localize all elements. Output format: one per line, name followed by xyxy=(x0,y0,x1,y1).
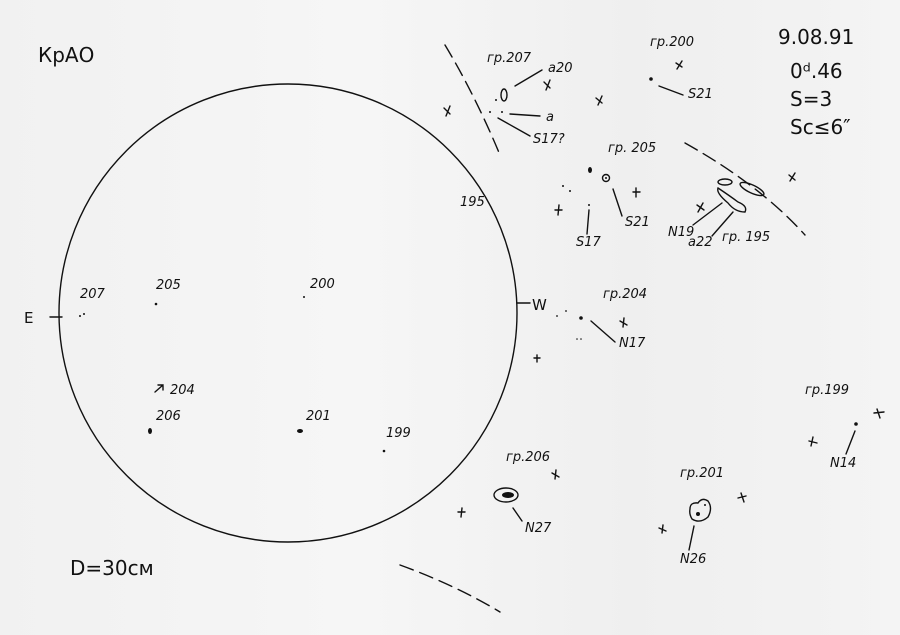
west-label: W xyxy=(532,296,547,314)
disk-label-201: 201 xyxy=(306,409,331,424)
group-195-note-a22: a22 xyxy=(688,235,713,250)
group-195-title: гр. 195 xyxy=(722,230,770,245)
scale-label: Sc≤6″ xyxy=(790,115,851,139)
group-207-note-a20: a20 xyxy=(548,61,573,76)
spot-195-b xyxy=(739,181,765,197)
group-204-note: N17 xyxy=(619,336,646,351)
group-199-title: гр.199 xyxy=(805,383,849,398)
group-205-note-s21: S21 xyxy=(625,215,650,230)
spot-200-detail xyxy=(649,77,653,81)
observatory-label: КрАО xyxy=(38,43,94,67)
spot-206 xyxy=(148,428,152,434)
spot-195-a xyxy=(717,178,733,186)
spot-206-detail xyxy=(493,487,519,503)
limb-arc-207 xyxy=(444,44,501,156)
seeing-label: S=3 xyxy=(790,87,832,111)
date-label: 9.08.91 xyxy=(778,25,854,49)
group-199-note: N14 xyxy=(830,456,856,471)
disk-label-195: 195 xyxy=(460,195,485,210)
arrow-icon xyxy=(154,384,164,393)
east-label: E xyxy=(24,309,33,327)
spot-201-detail xyxy=(689,498,712,522)
spot-199-detail xyxy=(854,422,858,426)
disk-label-207: 207 xyxy=(80,287,106,302)
disk-label-199: 199 xyxy=(386,426,411,441)
limb-arc-bottom xyxy=(399,564,501,613)
group-205-title: гр. 205 xyxy=(608,141,656,156)
limb-arc-195 xyxy=(684,142,806,236)
disk-label-206: 206 xyxy=(156,409,181,424)
group-207-note-s17: S17? xyxy=(533,132,565,147)
spot-204-detail xyxy=(579,316,583,320)
group-207-title: гр.207 xyxy=(487,51,532,66)
group-195-note-n19: N19 xyxy=(668,225,694,240)
group-200-title: гр.200 xyxy=(650,35,694,50)
time-label: 0ᵈ.46 xyxy=(790,59,843,83)
group-201-title: гр.201 xyxy=(680,466,724,481)
group-206-note: N27 xyxy=(525,521,552,536)
group-205-note-s17: S17 xyxy=(576,235,602,250)
spot-195-c xyxy=(717,186,747,213)
group-207-note-a: a xyxy=(546,110,554,125)
group-206-title: гр.206 xyxy=(506,450,550,465)
disk-label-204: 204 xyxy=(170,383,195,398)
disk-label-200: 200 xyxy=(310,277,335,292)
solar-disk xyxy=(58,83,518,543)
spot-205-detail xyxy=(601,173,611,183)
spot-207 xyxy=(500,88,508,102)
group-200-note: S21 xyxy=(688,87,713,102)
spot-205 xyxy=(154,302,158,306)
reference-crosses xyxy=(443,60,885,534)
spot-201 xyxy=(297,429,303,433)
group-201-note: N26 xyxy=(680,552,706,567)
diameter-label: D=30см xyxy=(70,556,154,580)
spot-200 xyxy=(303,296,305,298)
group-204-title: гр.204 xyxy=(603,287,647,302)
disk-label-205: 205 xyxy=(156,278,181,293)
spot-199 xyxy=(382,449,386,453)
